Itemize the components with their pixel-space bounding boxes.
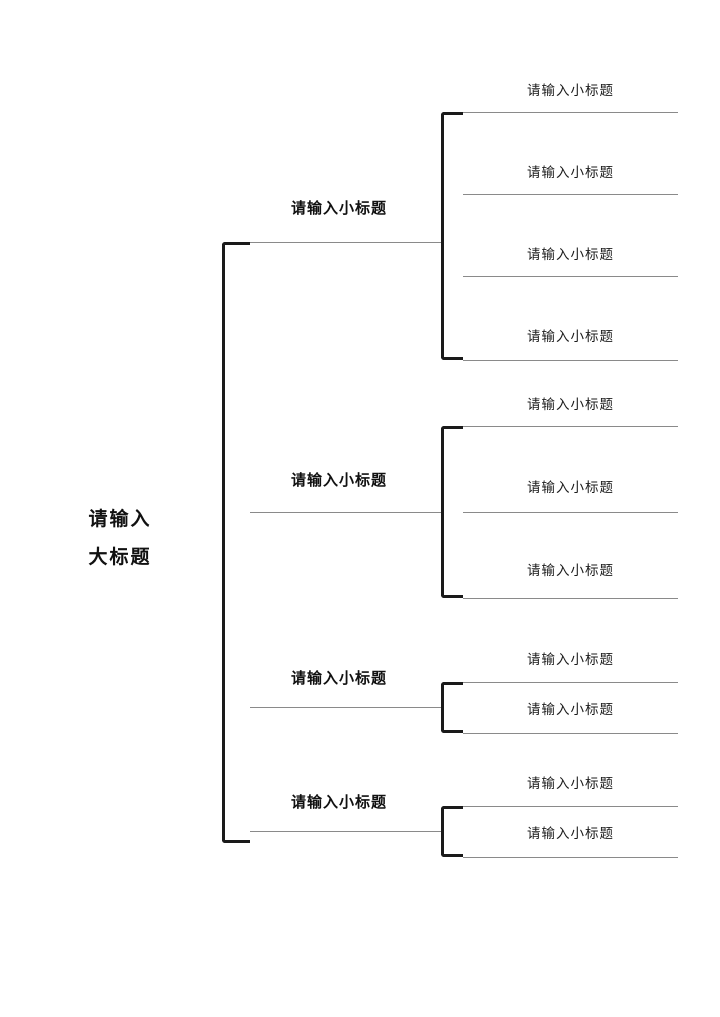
group-4-item-1-rule [463,806,678,807]
group-1-item-3-label[interactable]: 请输入小标题 [527,247,614,263]
group-2-bracket [441,426,463,598]
group-1-item-2-label[interactable]: 请输入小标题 [527,165,614,181]
group-2-label[interactable]: 请输入小标题 [290,471,387,489]
group-3-bracket [441,682,463,733]
group-3-rule [250,707,428,708]
group-3-item-1-label[interactable]: 请输入小标题 [527,652,614,668]
group-2-item-2-rule [463,512,678,513]
group-4-item-2-label[interactable]: 请输入小标题 [527,826,614,842]
group-4-label[interactable]: 请输入小标题 [290,793,387,811]
group-1-item-4-label[interactable]: 请输入小标题 [527,329,614,345]
group-2-item-3-label[interactable]: 请输入小标题 [527,563,614,579]
group-1-label[interactable]: 请输入小标题 [290,199,387,217]
group-2-bracket-stem [428,512,441,513]
group-2-item-2-label[interactable]: 请输入小标题 [527,480,614,496]
group-1-item-1-rule [463,112,678,113]
group-3-bracket-stem [428,707,441,708]
group-4-rule [250,831,428,832]
group-2-item-1-label[interactable]: 请输入小标题 [527,397,614,413]
group-2-item-3-rule [463,598,678,599]
group-1-bracket-stem [428,242,441,243]
group-1-item-2-rule [463,194,678,195]
group-4-bracket [441,806,463,857]
group-1-item-1-label[interactable]: 请输入小标题 [527,83,614,99]
group-1-bracket [441,112,463,360]
group-2-item-1-rule [463,426,678,427]
root-title[interactable]: 请输入 大标题 [88,508,152,568]
group-1-item-4-rule [463,360,678,361]
group-1-rule [250,242,428,243]
root-bracket [222,242,250,843]
group-1-item-3-rule [463,276,678,277]
group-4-item-1-label[interactable]: 请输入小标题 [527,776,614,792]
group-2-rule [250,512,428,513]
group-3-item-2-rule [463,733,678,734]
group-3-item-1-rule [463,682,678,683]
group-3-label[interactable]: 请输入小标题 [290,669,387,687]
group-4-item-2-rule [463,857,678,858]
group-3-item-2-label[interactable]: 请输入小标题 [527,702,614,718]
group-4-bracket-stem [428,831,441,832]
